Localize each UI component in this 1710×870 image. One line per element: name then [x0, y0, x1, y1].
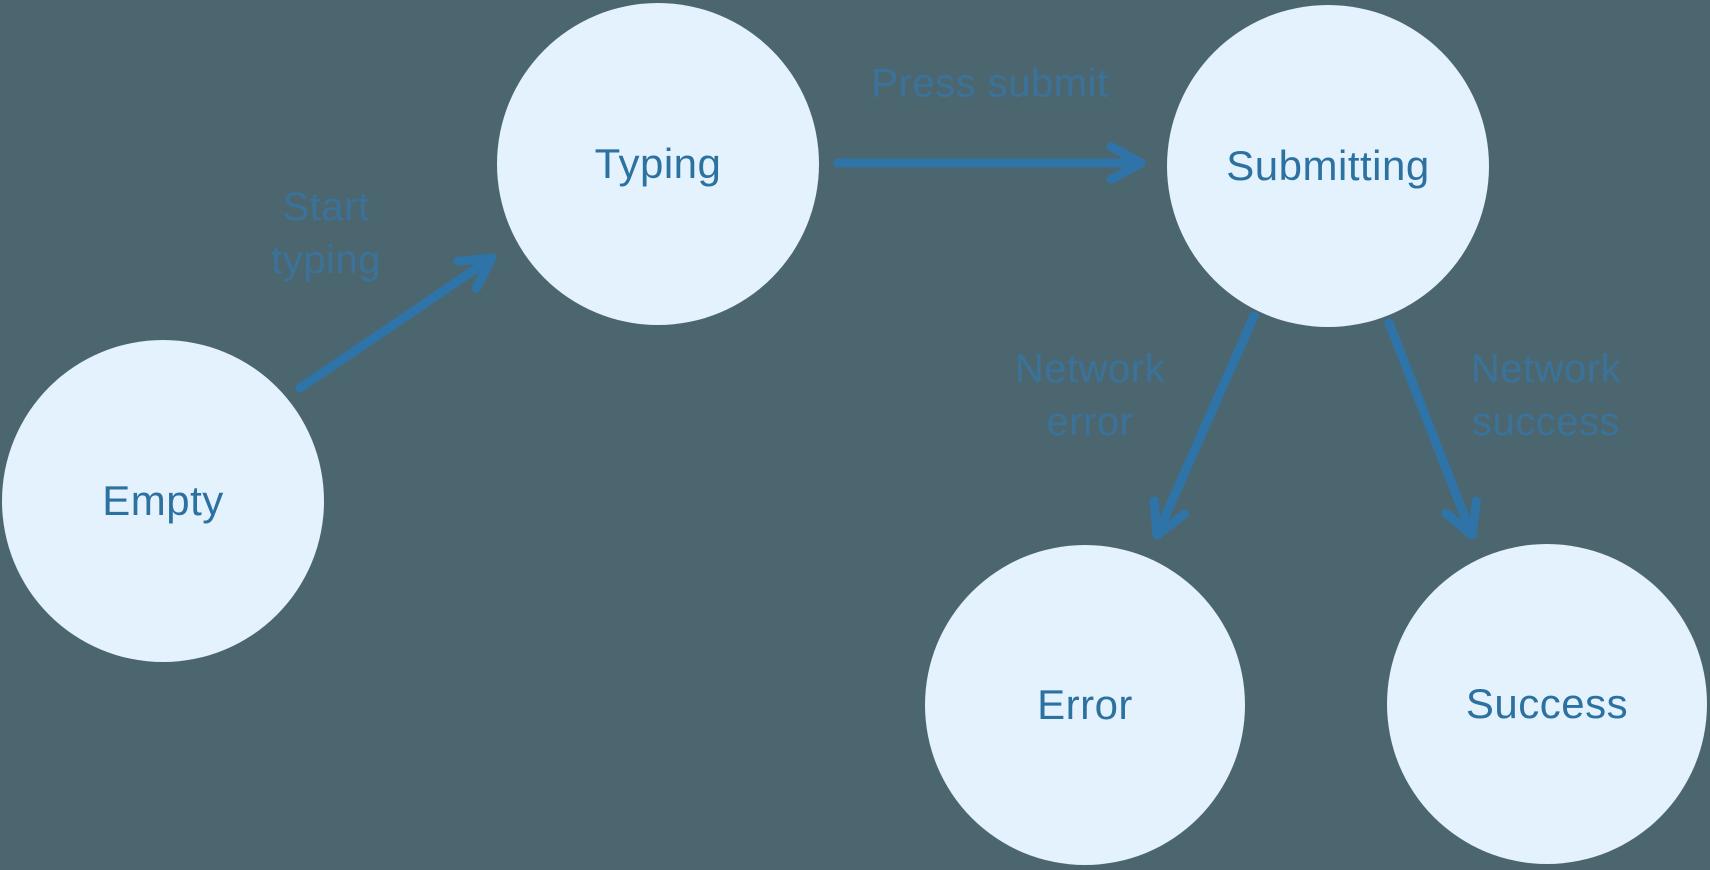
arrow-shaft[interactable]: [1152, 311, 1259, 540]
state-node-empty[interactable]: Empty: [2, 340, 324, 662]
transition-label-line: typing: [271, 238, 381, 282]
transition-label-network-success: Network success: [1471, 343, 1621, 449]
state-node-label-error: Error: [1037, 681, 1133, 728]
arrow-shaft[interactable]: [1384, 318, 1477, 540]
transition-label-line: Start: [282, 185, 370, 229]
transition-label-line: Press submit: [871, 61, 1109, 106]
transition-label-network-error: Network error: [1015, 343, 1165, 449]
state-node-label-success: Success: [1465, 680, 1629, 727]
transition-label-line: Network: [1470, 347, 1622, 391]
arrow-shaft[interactable]: [295, 253, 497, 393]
state-node-submitting[interactable]: Submitting: [1167, 5, 1489, 327]
state-node-label-typing: Typing: [594, 140, 722, 187]
arrowhead-icon: [1106, 142, 1146, 184]
arrowhead-icon: [1441, 496, 1481, 540]
transition-label-line: error: [1046, 400, 1134, 444]
transition-arrow-network-error[interactable]: [1149, 311, 1259, 540]
arrowhead-icon: [1149, 496, 1189, 540]
transition-label-start-typing: Start typing: [271, 181, 381, 287]
state-node-label-submitting: Submitting: [1226, 142, 1430, 189]
state-node-typing[interactable]: Typing: [497, 3, 819, 325]
state-node-success[interactable]: Success: [1387, 544, 1707, 864]
arrowhead-icon: [453, 253, 497, 293]
transition-label-line: Network: [1014, 347, 1166, 391]
transition-label-line: success: [1471, 400, 1620, 444]
state-node-label-empty: Empty: [102, 477, 224, 524]
state-node-error[interactable]: Error: [925, 545, 1245, 865]
transition-arrow-press-submit[interactable]: [833, 142, 1146, 184]
transition-arrow-network-success[interactable]: [1384, 318, 1481, 540]
transition-arrow-start-typing[interactable]: [295, 253, 497, 393]
transition-label-press-submit: Press submit: [871, 58, 1108, 111]
